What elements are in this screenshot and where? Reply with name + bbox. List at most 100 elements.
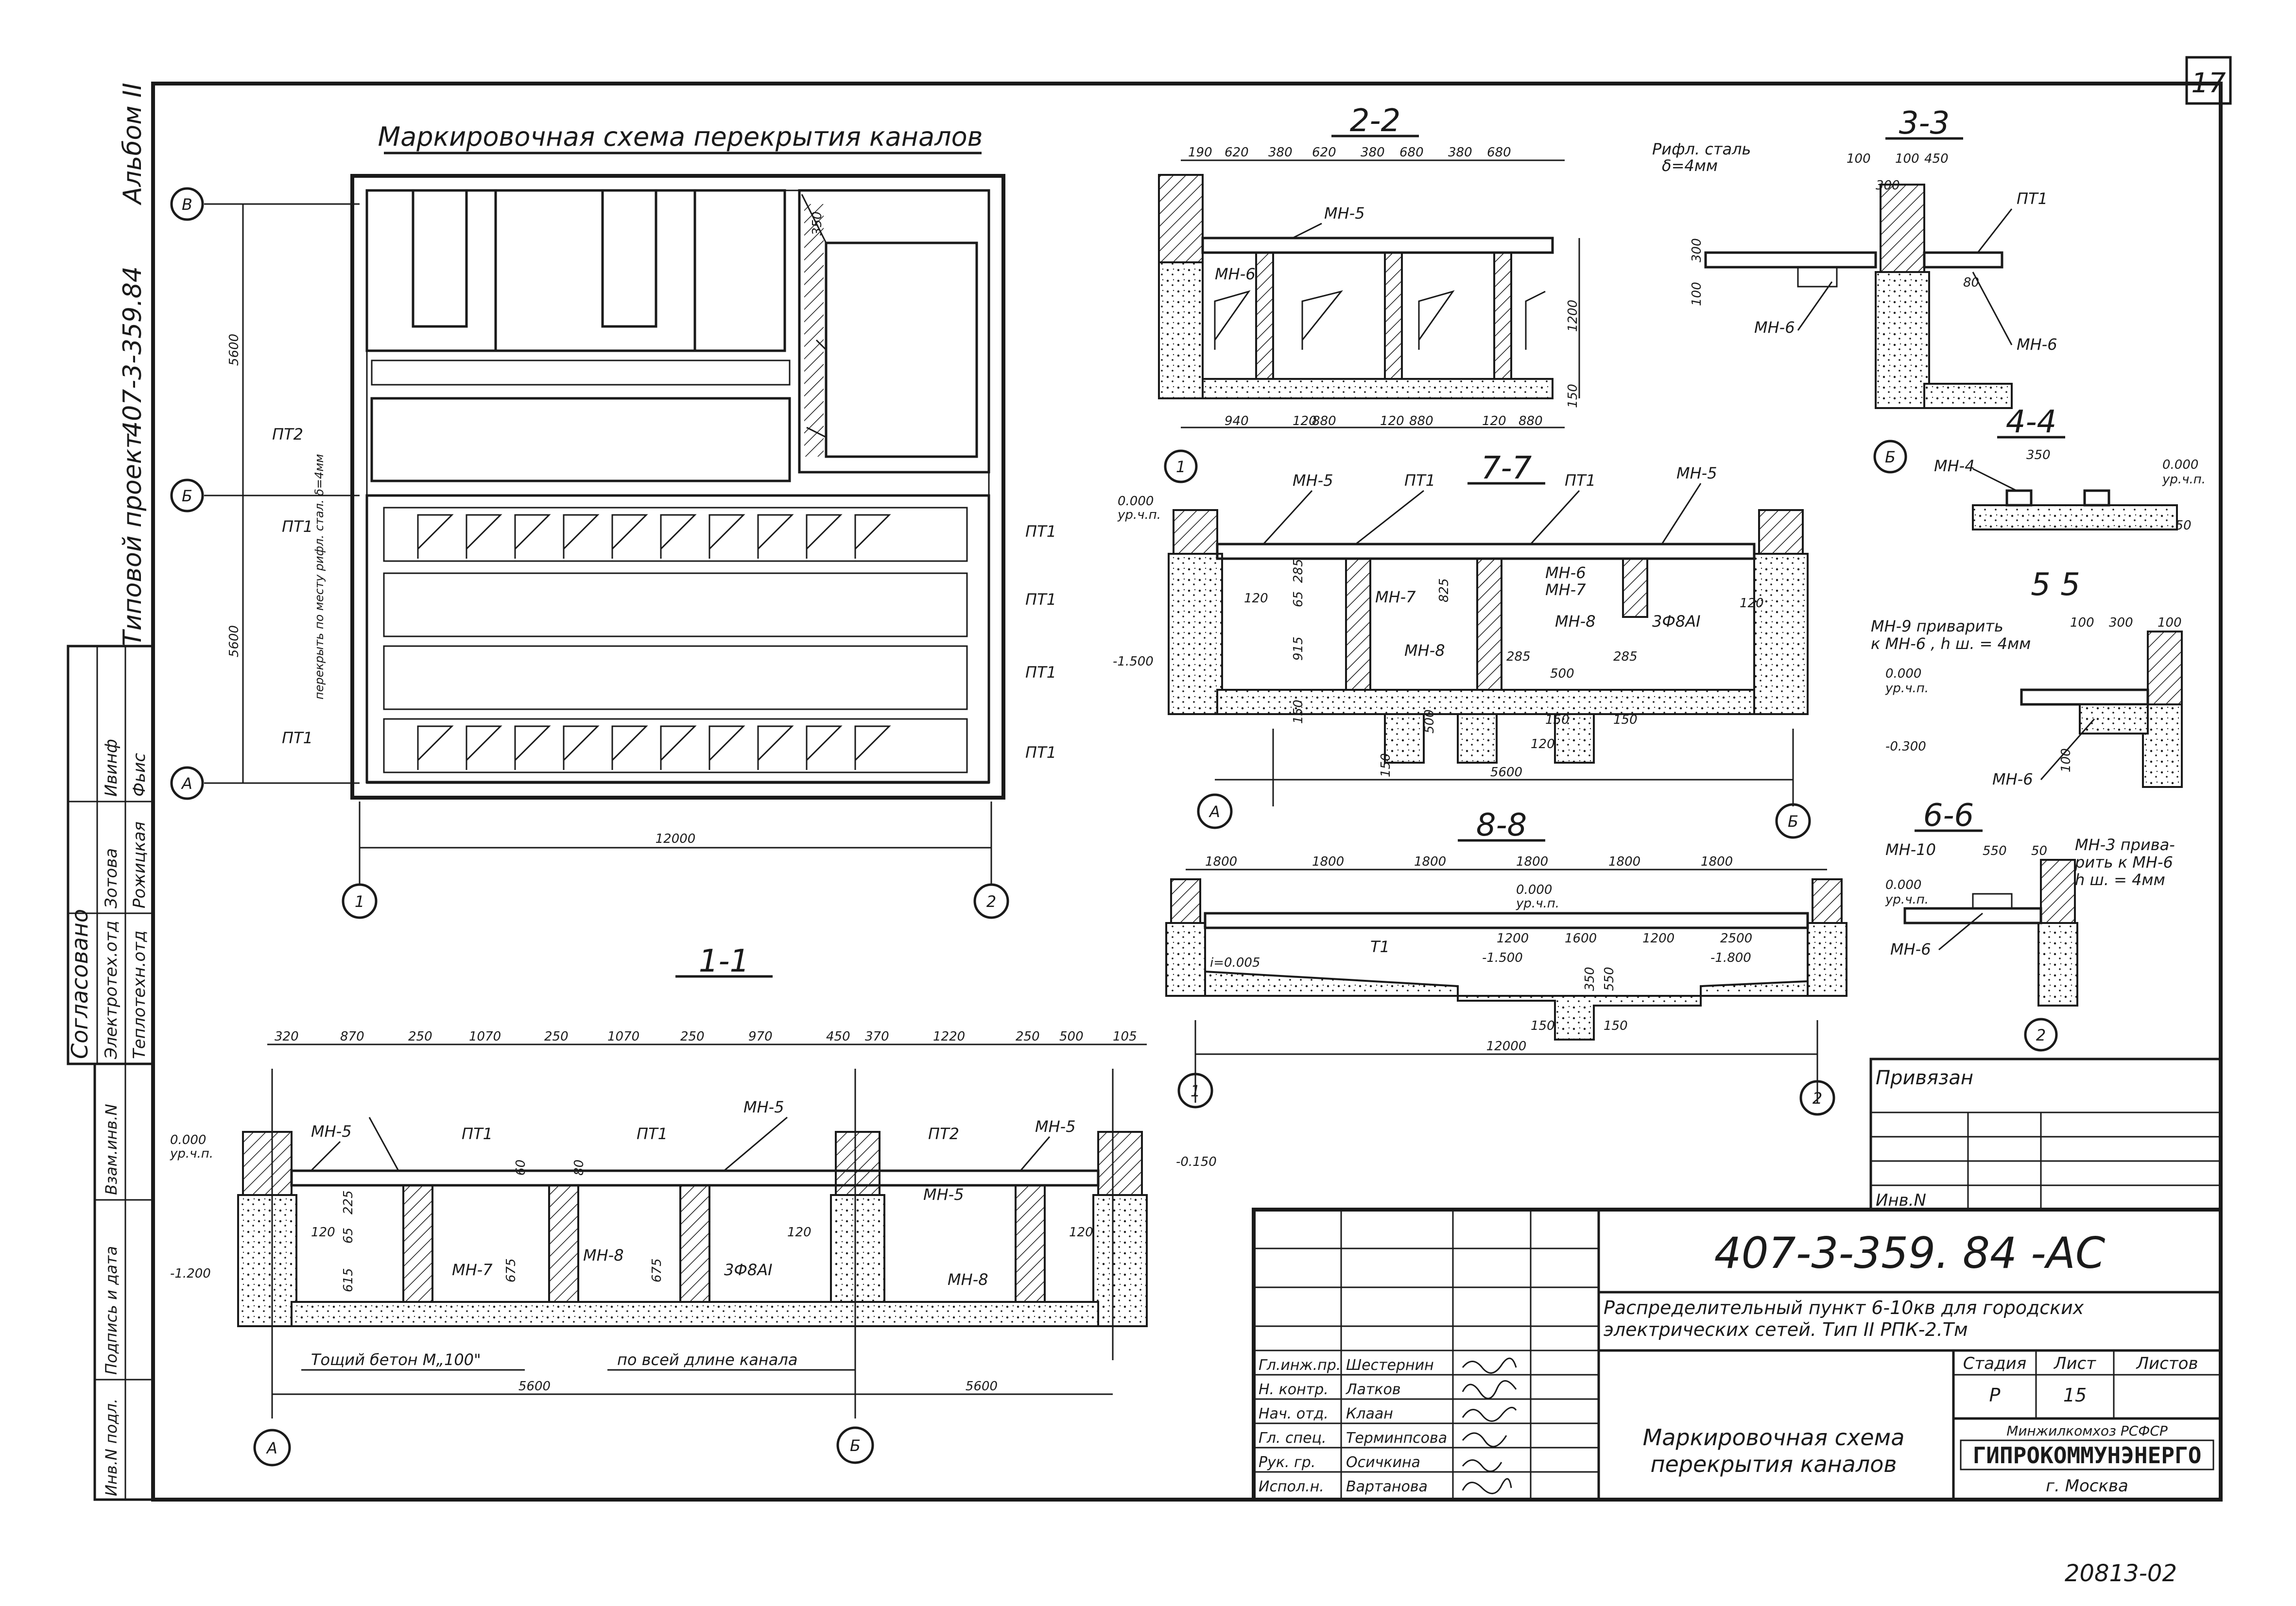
section-4-4: 4-4 350 0.000 ур.ч.п. 150 МН-4 bbox=[1934, 404, 2206, 533]
svg-text:970: 970 bbox=[748, 1029, 773, 1044]
svg-text:120: 120 bbox=[1293, 414, 1317, 428]
svg-text:2: 2 bbox=[986, 892, 996, 911]
svg-text:150: 150 bbox=[1291, 700, 1306, 724]
left-strip: Взам.инв.N Подпись и дата Инв.N подл. bbox=[93, 1062, 155, 1501]
svg-text:Инв.N подл.: Инв.N подл. bbox=[102, 1399, 121, 1496]
svg-text:МН-7: МН-7 bbox=[1375, 588, 1416, 606]
svg-text:-0.300: -0.300 bbox=[1885, 739, 1926, 754]
svg-text:615: 615 bbox=[341, 1268, 356, 1292]
svg-text:МН-5: МН-5 bbox=[1035, 1117, 1076, 1136]
svg-text:МН-7: МН-7 bbox=[452, 1261, 493, 1279]
svg-text:1200: 1200 bbox=[1497, 931, 1529, 946]
svg-text:МН-8: МН-8 bbox=[1404, 641, 1445, 660]
svg-text:-1.200: -1.200 bbox=[170, 1266, 211, 1281]
svg-text:ПТ1: ПТ1 bbox=[1565, 471, 1596, 490]
svg-text:370: 370 bbox=[865, 1029, 889, 1044]
svg-text:ур.ч.п.: ур.ч.п. bbox=[1516, 896, 1559, 911]
svg-text:3-3: 3-3 bbox=[1899, 105, 1950, 141]
svg-text:1800: 1800 bbox=[1608, 854, 1640, 869]
svg-text:150: 150 bbox=[1545, 713, 1570, 727]
svg-text:Подпись и дата: Подпись и дата bbox=[102, 1246, 121, 1375]
svg-text:500: 500 bbox=[1550, 666, 1574, 681]
approval-block: Согласовано Электротех.отд Теплотехн.отд… bbox=[67, 645, 155, 1065]
svg-text:Фьис: Фьис bbox=[130, 753, 149, 797]
plan-title: Маркировочная схема перекрытия каналов bbox=[378, 121, 983, 152]
svg-text:880: 880 bbox=[1409, 414, 1433, 428]
svg-text:ГИПРОКОММУНЭНЕРГО: ГИПРОКОММУНЭНЕРГО bbox=[1973, 1442, 2202, 1469]
svg-text:МН-4: МН-4 bbox=[1934, 457, 1975, 475]
svg-text:550: 550 bbox=[1602, 967, 1617, 991]
svg-text:Зотова: Зотова bbox=[102, 848, 121, 908]
svg-text:150: 150 bbox=[1379, 753, 1393, 777]
svg-text:100: 100 bbox=[2070, 615, 2094, 630]
svg-text:1800: 1800 bbox=[1701, 854, 1733, 869]
svg-text:0.000: 0.000 bbox=[1885, 878, 1921, 892]
svg-text:перекрытия каналов: перекрытия каналов bbox=[1650, 1451, 1897, 1477]
svg-text:Тощий бетон М„100": Тощий бетон М„100" bbox=[311, 1350, 481, 1369]
svg-text:250: 250 bbox=[408, 1029, 432, 1044]
svg-text:перекрыть по месту рифл. стал.: перекрыть по месту рифл. стал. δ=4мм bbox=[312, 454, 326, 700]
svg-text:225: 225 bbox=[341, 1190, 356, 1214]
svg-text:Латков: Латков bbox=[1346, 1381, 1401, 1398]
svg-text:МН-9 приварить: МН-9 приварить bbox=[1871, 617, 2003, 635]
svg-text:МН-6: МН-6 bbox=[1215, 265, 1256, 283]
svg-text:150: 150 bbox=[1531, 1019, 1555, 1033]
svg-text:1200: 1200 bbox=[1566, 300, 1580, 332]
svg-text:285: 285 bbox=[1506, 649, 1531, 664]
svg-text:Электротех.отд: Электротех.отд bbox=[102, 921, 121, 1059]
svg-text:0.000: 0.000 bbox=[1118, 494, 1154, 509]
svg-text:Нач. отд.: Нач. отд. bbox=[1259, 1405, 1329, 1422]
svg-text:МН-6: МН-6 bbox=[2017, 335, 2057, 354]
bound-block: Привязан Инв.N bbox=[1869, 1058, 2222, 1211]
svg-text:1800: 1800 bbox=[1516, 854, 1548, 869]
svg-text:150: 150 bbox=[1604, 1019, 1628, 1033]
svg-text:ПТ1: ПТ1 bbox=[1025, 522, 1056, 541]
svg-text:2: 2 bbox=[2036, 1026, 2046, 1044]
svg-text:870: 870 bbox=[340, 1029, 364, 1044]
drawing-code: 407-3-359. 84 -АС bbox=[1714, 1228, 2106, 1278]
svg-text:300: 300 bbox=[1690, 238, 1704, 262]
svg-text:Рифл. сталь: Рифл. сталь bbox=[1652, 140, 1751, 158]
section-6-6: 6-6 550 50 0.000 ур.ч.п. МН-3 прива- рит… bbox=[1885, 798, 2175, 1052]
svg-text:δ=4мм: δ=4мм bbox=[1662, 156, 1718, 175]
svg-text:ур.ч.п.: ур.ч.п. bbox=[2162, 472, 2206, 487]
svg-text:рить к МН-6: рить к МН-6 bbox=[2074, 853, 2173, 871]
svg-text:Лист: Лист bbox=[2053, 1354, 2096, 1373]
svg-text:Б: Б bbox=[850, 1436, 861, 1455]
svg-text:620: 620 bbox=[1312, 145, 1336, 160]
svg-text:320: 320 bbox=[275, 1029, 299, 1044]
svg-text:Р: Р bbox=[1989, 1384, 2001, 1406]
svg-text:А: А bbox=[266, 1439, 277, 1457]
section-7-7: 7-7 0.000 ур.ч.п. -1.500 МН-5 ПТ1 ПТ1 МН… bbox=[1113, 450, 1811, 839]
svg-text:А: А bbox=[181, 774, 192, 793]
svg-text:80: 80 bbox=[1963, 275, 1979, 290]
svg-text:120: 120 bbox=[311, 1225, 335, 1240]
svg-text:к МН-6 , h ш. = 4мм: к МН-6 , h ш. = 4мм bbox=[1871, 634, 2031, 653]
svg-text:МН-5: МН-5 bbox=[1293, 471, 1333, 490]
svg-text:Стадия: Стадия bbox=[1963, 1354, 2026, 1373]
svg-text:МН-5: МН-5 bbox=[743, 1098, 784, 1116]
svg-text:ур.ч.п.: ур.ч.п. bbox=[1117, 508, 1161, 522]
svg-text:5 5: 5 5 bbox=[2031, 567, 2080, 603]
svg-text:675: 675 bbox=[650, 1258, 664, 1282]
svg-text:380: 380 bbox=[1268, 145, 1293, 160]
svg-text:i=0.005: i=0.005 bbox=[1210, 956, 1260, 970]
svg-text:Б: Б bbox=[1788, 812, 1798, 831]
svg-text:ПТ1: ПТ1 bbox=[282, 517, 313, 536]
svg-text:Шестернин: Шестернин bbox=[1346, 1357, 1434, 1374]
svg-text:100: 100 bbox=[1690, 282, 1704, 306]
svg-text:915: 915 bbox=[1291, 636, 1306, 661]
svg-text:350: 350 bbox=[810, 211, 825, 236]
svg-text:ПТ1: ПТ1 bbox=[1025, 743, 1056, 762]
svg-text:12000: 12000 bbox=[1486, 1039, 1527, 1054]
svg-text:Клаан: Клаан bbox=[1346, 1405, 1393, 1422]
svg-text:680: 680 bbox=[1487, 145, 1511, 160]
svg-text:ур.ч.п.: ур.ч.п. bbox=[170, 1146, 213, 1161]
svg-text:Минжилкомхоз РСФСР: Минжилкомхоз РСФСР bbox=[2006, 1423, 2168, 1439]
svg-text:МН-8: МН-8 bbox=[948, 1270, 988, 1289]
svg-text:0.000: 0.000 bbox=[2162, 458, 2198, 472]
svg-text:120: 120 bbox=[787, 1225, 811, 1240]
svg-text:ПТ1: ПТ1 bbox=[637, 1125, 668, 1143]
svg-text:5600: 5600 bbox=[227, 625, 242, 657]
svg-text:2500: 2500 bbox=[1720, 931, 1752, 946]
